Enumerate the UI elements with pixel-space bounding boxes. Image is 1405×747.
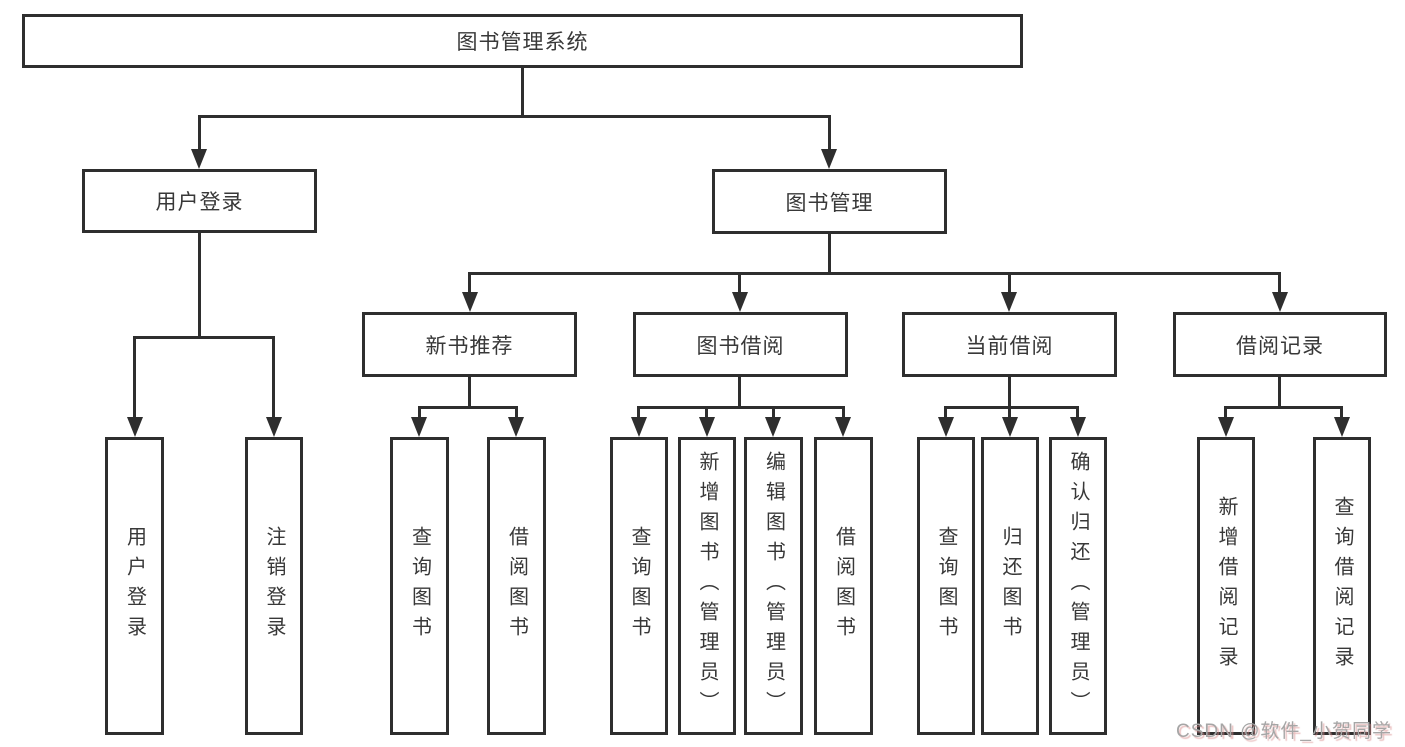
connector-to-book-borrow xyxy=(738,272,741,294)
connector-stub xyxy=(842,406,845,419)
connector-new-book-stem xyxy=(468,377,471,409)
node-new-book-recommend: 新书推荐 xyxy=(362,312,577,377)
arrowhead-down-icon xyxy=(938,417,954,437)
connector-book-borrow-stem xyxy=(738,377,741,409)
node-current-borrow-label: 当前借阅 xyxy=(965,334,1054,358)
arrowhead-down-icon xyxy=(1002,417,1018,437)
node-library-system-label: 图书管理系统 xyxy=(456,31,589,54)
leaf-borrow-edit-books-admin-label: 编辑图书（管理员） xyxy=(762,451,785,721)
connector-stub xyxy=(772,406,775,419)
arrowhead-down-icon xyxy=(821,149,837,169)
leaf-current-return-books-label: 归还图书 xyxy=(999,526,1021,646)
connector-to-leaf-user-login xyxy=(133,336,136,419)
connector-book-mgmt-stem xyxy=(828,234,831,274)
leaf-records-query-borrow-record-label: 查询借阅记录 xyxy=(1331,496,1353,676)
connector-stub xyxy=(1224,406,1227,419)
connector-root-stem xyxy=(521,68,524,117)
arrowhead-down-icon xyxy=(835,417,851,437)
arrowhead-down-icon xyxy=(462,292,478,312)
connector-user-login-crossbar xyxy=(133,336,275,339)
connector-book-borrow-crossbar xyxy=(637,406,845,409)
leaf-records-query-borrow-record: 查询借阅记录 xyxy=(1313,437,1371,735)
leaf-borrow-add-books-admin-label: 新增图书（管理员） xyxy=(696,451,718,721)
leaf-current-confirm-return-admin: 确认归还（管理员） xyxy=(1049,437,1107,735)
connector-to-user-login xyxy=(198,115,201,151)
leaf-recommend-query-books-label: 查询图书 xyxy=(408,526,431,646)
node-user-login-label: 用户登录 xyxy=(155,191,244,214)
leaf-current-query-books-label: 查询图书 xyxy=(935,526,957,646)
leaf-borrow-edit-books-admin: 编辑图书（管理员） xyxy=(744,437,803,735)
connector-stub xyxy=(944,406,947,419)
node-book-borrow: 图书借阅 xyxy=(633,312,848,377)
node-library-system: 图书管理系统 xyxy=(22,14,1023,68)
connector-stub xyxy=(1008,406,1011,419)
connector-root-crossbar xyxy=(198,115,831,118)
leaf-recommend-borrow-books: 借阅图书 xyxy=(487,437,546,735)
node-borrow-records-label: 借阅记录 xyxy=(1236,334,1324,358)
arrowhead-down-icon xyxy=(732,292,748,312)
node-book-management: 图书管理 xyxy=(712,169,947,234)
connector-stub xyxy=(515,406,518,419)
leaf-borrow-borrow-books-label: 借阅图书 xyxy=(832,526,855,646)
arrowhead-down-icon xyxy=(191,149,207,169)
connector-book-mgmt-crossbar xyxy=(468,272,1281,275)
arrowhead-down-icon xyxy=(266,417,282,437)
leaf-user-login-label: 用户登录 xyxy=(123,526,146,646)
arrowhead-down-icon xyxy=(508,417,524,437)
connector-borrow-records-crossbar xyxy=(1224,406,1343,409)
leaf-logout-label: 注销登录 xyxy=(263,526,285,646)
leaf-borrow-query-books: 查询图书 xyxy=(610,437,668,735)
arrowhead-down-icon xyxy=(127,417,143,437)
leaf-records-add-borrow-record: 新增借阅记录 xyxy=(1197,437,1255,735)
arrowhead-down-icon xyxy=(411,417,427,437)
leaf-current-confirm-return-admin-label: 确认归还（管理员） xyxy=(1067,451,1089,721)
arrowhead-down-icon xyxy=(765,417,781,437)
connector-stub xyxy=(1076,406,1079,419)
leaf-borrow-query-books-label: 查询图书 xyxy=(628,526,650,646)
leaf-current-query-books: 查询图书 xyxy=(917,437,975,735)
leaf-logout: 注销登录 xyxy=(245,437,303,735)
arrowhead-down-icon xyxy=(1334,417,1350,437)
connector-to-current-borrow xyxy=(1008,272,1011,294)
leaf-current-return-books: 归还图书 xyxy=(981,437,1039,735)
arrowhead-down-icon xyxy=(1272,292,1288,312)
node-current-borrow: 当前借阅 xyxy=(902,312,1117,377)
leaf-borrow-borrow-books: 借阅图书 xyxy=(814,437,873,735)
connector-to-borrow-records xyxy=(1278,272,1281,294)
connector-user-login-stem xyxy=(198,233,201,338)
connector-stub xyxy=(637,406,640,419)
node-book-management-label: 图书管理 xyxy=(785,191,874,215)
arrowhead-down-icon xyxy=(1070,417,1086,437)
node-new-book-recommend-label: 新书推荐 xyxy=(425,334,514,358)
arrowhead-down-icon xyxy=(1218,417,1234,437)
connector-current-borrow-crossbar xyxy=(944,406,1079,409)
node-book-borrow-label: 图书借阅 xyxy=(696,334,785,358)
connector-to-book-mgmt xyxy=(828,115,831,151)
leaf-recommend-query-books: 查询图书 xyxy=(390,437,449,735)
connector-stub xyxy=(418,406,421,419)
node-user-login: 用户登录 xyxy=(82,169,317,233)
arrowhead-down-icon xyxy=(1001,292,1017,312)
csdn-watermark: CSDN @软件_小贺同学 xyxy=(1176,721,1392,742)
connector-stub xyxy=(705,406,708,419)
leaf-records-add-borrow-record-label: 新增借阅记录 xyxy=(1215,496,1237,676)
leaf-user-login: 用户登录 xyxy=(105,437,164,735)
connector-current-borrow-stem xyxy=(1008,377,1011,409)
connector-to-leaf-logout xyxy=(272,336,275,419)
arrowhead-down-icon xyxy=(699,417,715,437)
connector-borrow-records-stem xyxy=(1278,377,1281,409)
arrowhead-down-icon xyxy=(631,417,647,437)
leaf-borrow-add-books-admin: 新增图书（管理员） xyxy=(678,437,736,735)
connector-to-new-book xyxy=(468,272,471,294)
leaf-recommend-borrow-books-label: 借阅图书 xyxy=(505,526,528,646)
node-borrow-records: 借阅记录 xyxy=(1173,312,1387,377)
connector-new-book-crossbar xyxy=(418,406,518,409)
connector-stub xyxy=(1340,406,1343,419)
